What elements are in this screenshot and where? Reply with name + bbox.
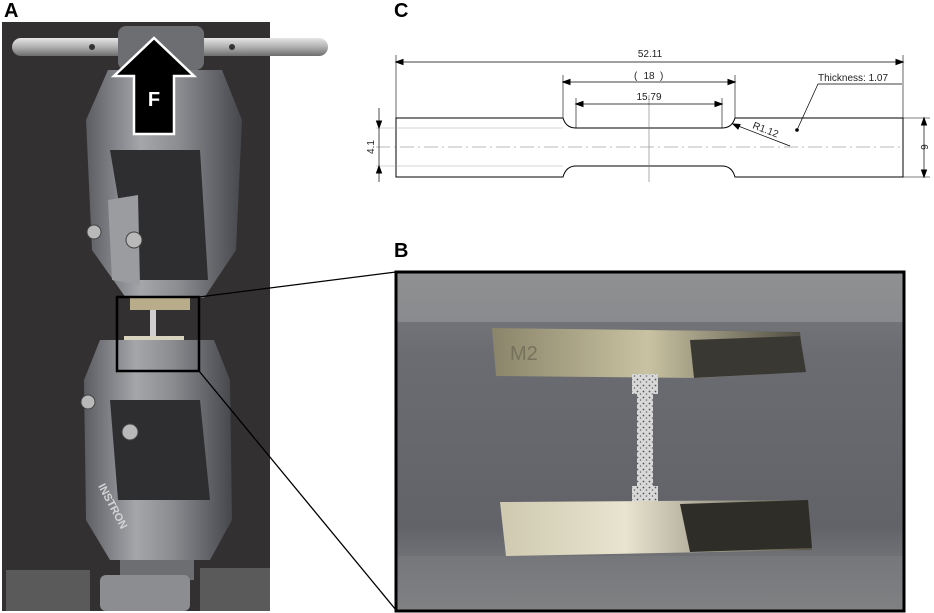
panel-c-drawing (375, 55, 930, 182)
zoom-connector-top (198, 271, 397, 298)
panel-label-c: C (394, 0, 409, 22)
load-arrow-label: F (148, 89, 160, 111)
zoom-region-box (115, 295, 201, 373)
dim-overall-length: 52.11 (638, 49, 663, 60)
panel-label-a: A (4, 0, 19, 22)
dim-gauge-outer-bracket-left: ( (634, 71, 638, 82)
dim-grip-width: 6 (918, 144, 929, 150)
dim-fillet-radius: R1.12 (751, 121, 780, 141)
panel-label-b: B (394, 240, 409, 262)
panel-a-photo: INSTRON F (2, 22, 328, 611)
dim-gauge-inner: 15.79 (636, 92, 661, 103)
load-arrow (110, 36, 198, 136)
specimen-marking: M2 (510, 343, 538, 365)
dim-gauge-width: 4.1 (366, 140, 377, 154)
zoom-connector-bottom (198, 370, 397, 611)
specimen-outline (395, 117, 904, 178)
dim-thickness: Thickness: 1.07 (818, 73, 888, 84)
dim-gauge-outer: 18 (643, 71, 655, 82)
panel-b-photo: M2 (394, 270, 906, 613)
dim-gauge-outer-bracket-right: ) (660, 71, 663, 82)
panel-b-border (394, 270, 906, 613)
